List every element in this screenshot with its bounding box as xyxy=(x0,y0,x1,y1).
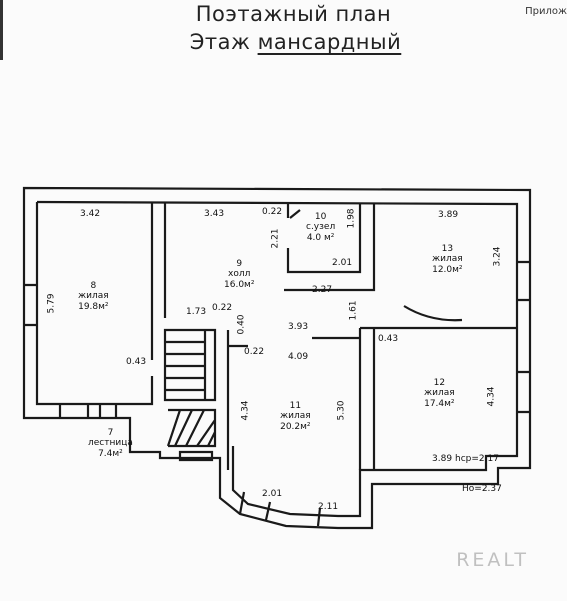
margin-line xyxy=(0,0,3,60)
room-9-area: 16.0м² xyxy=(224,279,255,290)
watermark-logo: REALT xyxy=(456,549,529,571)
dim-label: 4.09 xyxy=(288,352,309,362)
dim-label: 5.30 xyxy=(336,400,347,421)
plan-title: Поэтажный план xyxy=(195,2,392,26)
dim-label: 4.34 xyxy=(486,386,497,407)
dim-label: 2.21 xyxy=(270,228,281,249)
room-12-name: жилая xyxy=(424,388,455,399)
room-13-area: 12.0м² xyxy=(432,264,463,275)
room-12-number: 12 xyxy=(433,378,446,388)
dim-label: 3.42 xyxy=(80,209,101,219)
dim-label: 0.43 xyxy=(126,357,147,367)
dim-label: 0.22 xyxy=(212,303,233,313)
room-8-number: 8 xyxy=(90,281,97,291)
room-8-area: 19.8м² xyxy=(78,301,109,312)
room-9-name: холл xyxy=(228,269,251,280)
dim-label: 1.61 xyxy=(348,300,359,321)
room-7-number: 7 xyxy=(107,428,114,438)
room-13-name: жилая xyxy=(432,254,463,265)
floor-name: мансардный xyxy=(257,30,402,54)
dim-label: 4.34 xyxy=(240,400,251,421)
room-11-area: 20.2м² xyxy=(280,421,311,432)
room-8-name: жилая xyxy=(78,291,109,302)
room-11-name: жилая xyxy=(280,411,311,422)
dim-label: 0.40 xyxy=(236,314,247,335)
dim-label: 3.93 xyxy=(288,322,309,332)
dim-label: 1.73 xyxy=(186,307,207,317)
dim-label: 2.01 xyxy=(332,258,353,268)
dim-label: 2.11 xyxy=(318,502,339,512)
dim-label: 1.98 xyxy=(346,208,357,229)
dim-label: 3.89 xyxy=(432,454,453,464)
room-12-area: 17.4м² xyxy=(424,398,455,409)
floor-title: Этаж мансардный xyxy=(12,30,567,54)
dim-label: 2.27 xyxy=(312,285,333,295)
room-7-name: лестница xyxy=(88,438,133,449)
room-10-number: 10 xyxy=(314,212,327,222)
dim-label: 2.01 xyxy=(262,489,283,499)
dim-label: 3.43 xyxy=(204,209,225,219)
room-9-number: 9 xyxy=(236,259,243,269)
dim-label: Hо=2.37 xyxy=(462,484,502,494)
room-7-area: 7.4м² xyxy=(98,448,123,459)
dim-label: 3.24 xyxy=(492,246,503,267)
room-11-number: 11 xyxy=(289,401,302,411)
dim-label: hср=2.17 xyxy=(455,454,499,464)
dim-label: 5.79 xyxy=(46,293,57,314)
dim-label: 0.22 xyxy=(244,347,265,357)
dim-label: 0.43 xyxy=(378,334,399,344)
dim-label: 0.22 xyxy=(262,207,283,217)
dim-label: 3.89 xyxy=(438,210,459,220)
corner-text: Прилож xyxy=(525,6,567,17)
room-10-area: 4.0 м² xyxy=(306,232,335,243)
floor-prefix: Этаж xyxy=(189,30,258,54)
room-10-name: с.узел xyxy=(306,222,336,233)
room-13-number: 13 xyxy=(441,244,454,254)
